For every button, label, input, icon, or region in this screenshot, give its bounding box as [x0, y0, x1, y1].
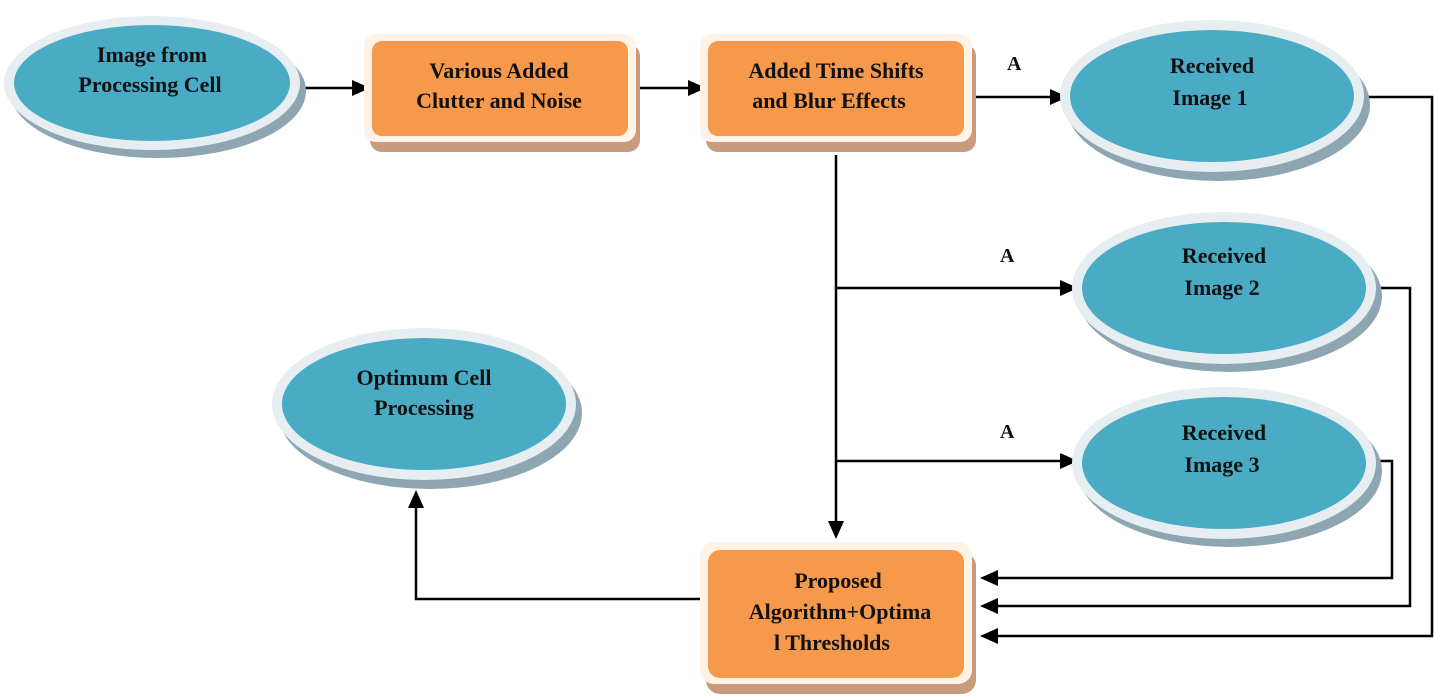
- node-body: [1070, 30, 1354, 162]
- edge-received1-to-proposed: [996, 95, 1434, 638]
- node-label-line2: Image 2: [1184, 275, 1259, 300]
- node-body: [14, 25, 290, 141]
- node-body: [708, 41, 964, 136]
- node-added-time-shifts-and-blur-effects: Added Time Shifts and Blur Effects: [700, 34, 976, 152]
- node-received-image-3: Received Image 3: [1072, 387, 1382, 547]
- node-label-line1: Received: [1170, 53, 1254, 78]
- node-label-line1: Various Added: [429, 58, 568, 83]
- node-body: [282, 338, 566, 470]
- node-label-line2: Image 3: [1184, 452, 1259, 477]
- node-label-line2: Processing: [374, 395, 474, 420]
- node-body: [1082, 222, 1366, 354]
- arrowhead-optimum: [408, 490, 424, 508]
- edge-label-a3: A: [1000, 421, 1015, 443]
- node-label-line1: Optimum Cell: [356, 365, 491, 390]
- node-received-image-2: Received Image 2: [1072, 212, 1382, 372]
- node-label-line1: Image from: [97, 42, 207, 67]
- arrowhead-clutter: [352, 80, 370, 96]
- edge-labels: A A A: [1000, 53, 1022, 443]
- node-body: [708, 550, 964, 678]
- node-proposed-algorithm: Proposed Algorithm+Optima l Thresholds: [700, 542, 976, 694]
- node-received-image-1: Received Image 1: [1060, 20, 1370, 181]
- node-optimum-cell-processing: Optimum Cell Processing: [272, 328, 582, 489]
- arrowhead-proposed-r1: [980, 628, 998, 644]
- arrowhead-proposed-top: [828, 521, 844, 539]
- node-label-line1: Received: [1182, 243, 1266, 268]
- edges: [302, 80, 1434, 644]
- node-various-added-clutter-and-noise: Various Added Clutter and Noise: [364, 34, 640, 152]
- node-label-line2: Clutter and Noise: [416, 88, 582, 113]
- node-image-from-processing-cell: Image from Processing Cell: [4, 16, 306, 158]
- node-body: [1082, 397, 1366, 529]
- edge-label-a2: A: [1000, 245, 1015, 267]
- arrowhead-proposed-r3: [980, 570, 998, 586]
- edge-received3-to-proposed: [996, 459, 1394, 580]
- node-label-line2: Algorithm+Optima: [749, 599, 931, 624]
- edge-label-a1: A: [1007, 53, 1022, 75]
- arrowhead-received3: [1060, 453, 1078, 469]
- node-label-line2: Processing Cell: [78, 72, 221, 97]
- node-label-line2: and Blur Effects: [752, 88, 906, 113]
- arrowhead-received1: [1050, 89, 1068, 105]
- arrowhead-received2: [1060, 280, 1078, 296]
- edge-received2-to-proposed: [996, 286, 1412, 608]
- arrowhead-timeshifts: [688, 80, 706, 96]
- node-label-line1: Added Time Shifts: [748, 58, 924, 83]
- node-label-line3: l Thresholds: [774, 630, 890, 655]
- node-label-line1: Proposed: [794, 568, 882, 593]
- arrowhead-proposed-r2: [980, 598, 998, 614]
- node-label-line1: Received: [1182, 420, 1266, 445]
- edge-proposed-to-optimum: [414, 506, 706, 601]
- node-body: [372, 41, 628, 136]
- node-label-line2: Image 1: [1172, 85, 1247, 110]
